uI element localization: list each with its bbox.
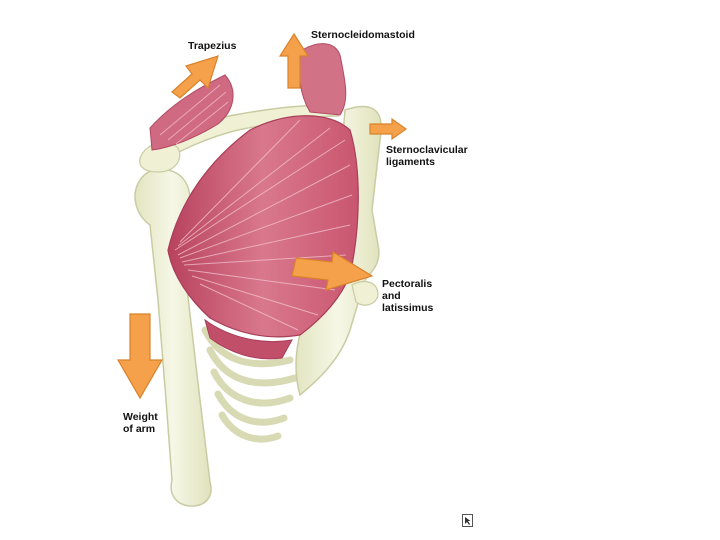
weight-arrow-icon <box>118 314 162 398</box>
label-trapezius: Trapezius <box>188 40 236 52</box>
cursor-icon <box>462 514 474 528</box>
label-weight-line2: of arm <box>123 423 158 435</box>
xiphoid <box>352 282 378 305</box>
label-weight-line1: Weight <box>123 411 158 423</box>
label-weight-of-arm: Weight of arm <box>123 411 158 435</box>
pectoralis-muscle <box>168 116 358 337</box>
label-trapezius-text: Trapezius <box>188 40 236 52</box>
label-sternocleidomastoid: Sternocleidomastoid <box>311 29 415 41</box>
label-pectoralis-line1: Pectoralis <box>382 278 433 290</box>
label-pectoralis-line2: and <box>382 290 433 302</box>
label-sternoclavicular-line2: ligaments <box>386 156 468 168</box>
label-sternoclavicular-ligaments: Sternoclavicular ligaments <box>386 144 468 168</box>
label-sternoclavicular-line1: Sternoclavicular <box>386 144 468 156</box>
label-pectoralis-line3: latissimus <box>382 302 433 314</box>
label-sternocleidomastoid-text: Sternocleidomastoid <box>311 29 415 41</box>
label-pectoralis-latissimus: Pectoralis and latissimus <box>382 278 433 314</box>
